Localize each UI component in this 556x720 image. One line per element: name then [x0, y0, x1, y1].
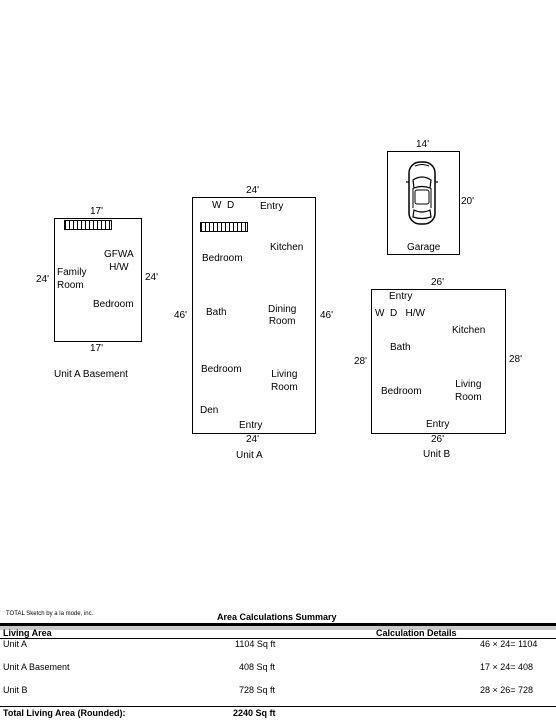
total-label: Total Living Area (Rounded): — [3, 708, 126, 718]
summary-col-calc: Calculation Details — [376, 628, 457, 638]
summary-credit: TOTAL Sketch by a la mode, inc. — [6, 611, 94, 617]
row-name: Unit A Basement — [3, 662, 70, 672]
unit-b-bedroom: Bedroom — [381, 386, 422, 397]
basement-dim-right: 24' — [145, 272, 159, 283]
summary-header-rule — [0, 638, 556, 639]
unit-b-outline — [371, 289, 506, 434]
unit-a-dining: Dining Room — [268, 304, 297, 327]
basement-room-gfwa: GFWA H/W — [104, 249, 134, 273]
unit-a-bedroom-2: Bedroom — [201, 364, 242, 375]
unit-a-dim-left: 46' — [174, 310, 188, 321]
unit-a-wd: W D — [212, 200, 235, 211]
basement-dim-bottom: 17' — [90, 343, 104, 354]
basement-dim-top: 17' — [90, 206, 104, 217]
unit-b-dim-right: 28' — [509, 354, 523, 365]
basement-room-family: Family Room — [57, 267, 87, 291]
garage-outline — [387, 151, 460, 255]
summary-col-living: Living Area — [3, 628, 52, 638]
summary-header-band — [0, 626, 556, 630]
unit-b-dim-top: 26' — [431, 277, 445, 288]
basement-caption: Unit A Basement — [54, 369, 128, 380]
unit-b-entry-bottom: Entry — [426, 419, 450, 430]
unit-a-bedroom-1: Bedroom — [202, 253, 243, 264]
row-area: 408 Sq ft — [239, 662, 276, 672]
basement-stairs — [64, 220, 112, 230]
unit-a-outline — [192, 197, 316, 434]
summary-title: Area Calculations Summary — [217, 612, 337, 622]
row-calc: 46 × 24= 1104 — [480, 639, 538, 649]
unit-a-entry-bottom: Entry — [239, 420, 263, 431]
basement-room-bedroom: Bedroom — [93, 299, 134, 310]
unit-b-wd: W D H/W — [375, 308, 425, 319]
area-summary: TOTAL Sketch by a la mode, inc. Area Cal… — [0, 605, 556, 720]
unit-a-stairs — [200, 222, 248, 232]
unit-b-dim-left: 28' — [354, 356, 368, 367]
unit-a-living: Living Room — [271, 369, 298, 393]
unit-b-dim-bottom: 26' — [431, 434, 445, 445]
car-icon — [406, 161, 438, 225]
row-name: Unit B — [3, 685, 28, 695]
unit-b-bath: Bath — [390, 342, 411, 353]
unit-a-kitchen: Kitchen — [270, 242, 304, 253]
garage-label: Garage — [407, 242, 441, 253]
unit-b-living: Living Room — [455, 379, 482, 403]
unit-a-caption: Unit A — [236, 450, 263, 461]
summary-total-rule — [0, 706, 556, 707]
row-name: Unit A — [3, 639, 28, 649]
unit-a-den: Den — [200, 405, 219, 416]
row-area: 1104 Sq ft — [235, 639, 276, 649]
row-calc: 17 × 24= 408 — [480, 662, 534, 672]
basement-outline — [54, 218, 142, 342]
unit-b-kitchen: Kitchen — [452, 325, 486, 336]
row-calc: 28 × 26= 728 — [480, 685, 534, 695]
unit-b-entry-top: Entry — [389, 291, 413, 302]
unit-b-caption: Unit B — [423, 449, 451, 460]
garage-dim-right: 20' — [461, 196, 475, 207]
unit-a-dim-top: 24' — [246, 185, 260, 196]
garage-dim-top: 14' — [416, 139, 430, 150]
basement-dim-left: 24' — [36, 274, 50, 285]
total-value: 2240 Sq ft — [233, 708, 276, 718]
unit-a-dim-right: 46' — [320, 310, 334, 321]
unit-a-dim-bottom: 24' — [246, 434, 260, 445]
row-area: 728 Sq ft — [239, 685, 276, 695]
unit-a-bath: Bath — [206, 307, 227, 318]
summary-top-rule — [0, 623, 556, 626]
unit-a-entry-top: Entry — [260, 201, 284, 212]
